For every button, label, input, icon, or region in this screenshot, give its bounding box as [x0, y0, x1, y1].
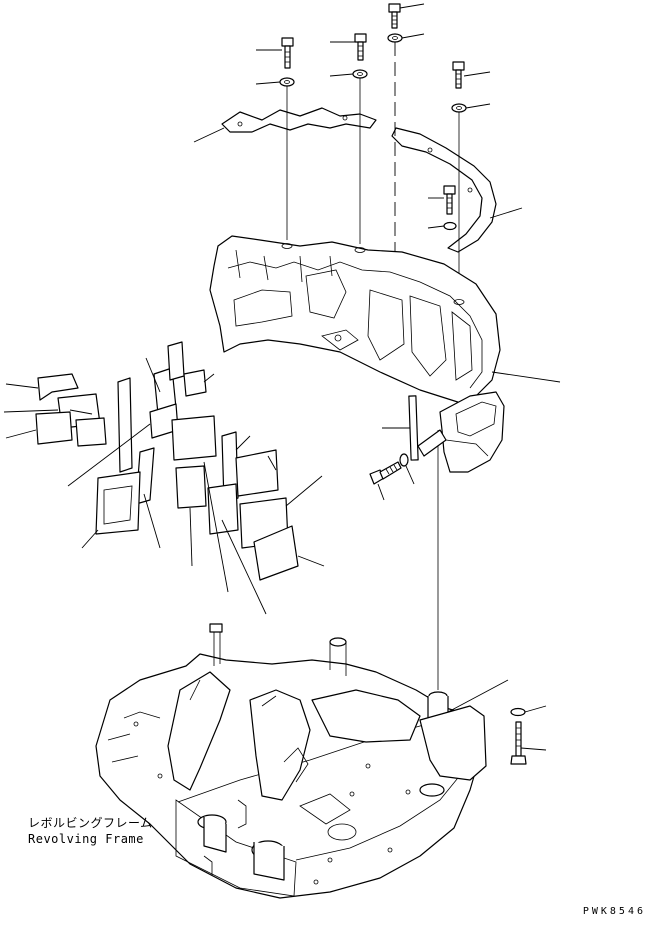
- drawing-code: PWK8546: [582, 906, 646, 917]
- washer-right: [451, 103, 491, 113]
- bolt-small-right: [428, 185, 456, 215]
- washer-left: [255, 77, 295, 87]
- washer-small-right: [427, 221, 457, 231]
- bracket-left: [193, 107, 377, 143]
- washer-mid: [329, 69, 368, 79]
- bolt-top-center: [388, 3, 425, 29]
- insulation-pads: [3, 341, 325, 615]
- side-washer: [399, 453, 415, 485]
- bracket-right: [391, 127, 523, 253]
- washer-top-center: [387, 33, 425, 43]
- counterweight-cover: [209, 235, 561, 405]
- stay-rod: [382, 395, 447, 461]
- frame-name-japanese: レボルビングフレーム: [28, 816, 153, 830]
- frame-washer: [510, 705, 547, 717]
- frame-bolt: [510, 721, 547, 765]
- side-bolt: [369, 461, 402, 501]
- bolt-left: [256, 37, 294, 69]
- frame-name-english: Revolving Frame: [28, 832, 144, 846]
- bolt-right: [452, 61, 491, 89]
- side-cover-right: [439, 391, 505, 473]
- revolving-frame: [95, 623, 509, 899]
- bolt-mid: [330, 33, 367, 61]
